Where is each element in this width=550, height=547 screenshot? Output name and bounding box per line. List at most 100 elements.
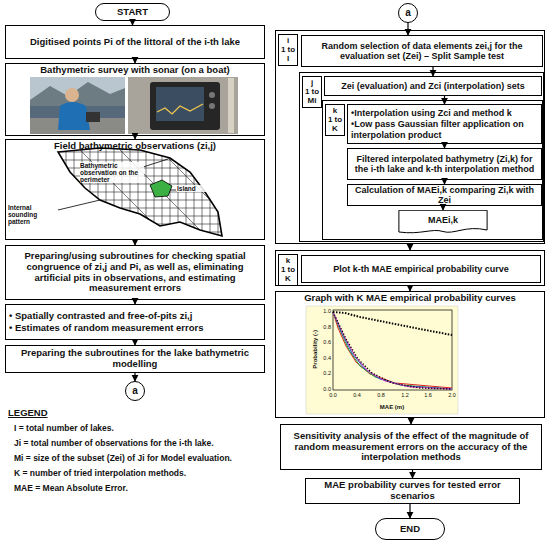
sonar-screen: [156, 87, 204, 121]
chart-curve: [333, 312, 452, 335]
node-text: a: [405, 7, 411, 18]
flow-arrow: [444, 144, 445, 148]
flow-arrow: [412, 470, 413, 478]
chart-frame: [333, 310, 452, 390]
loop-box: k1 to KPlot k-th MAE empirical probabili…: [275, 250, 545, 286]
legend-entry: I = total number of lakes.: [14, 424, 266, 433]
leader-line: [170, 190, 176, 191]
flow-arrow: [444, 180, 445, 184]
connector-circle: a: [398, 3, 418, 23]
legend-text: Mi = size of the subset (Zei) of Ji for …: [14, 454, 232, 463]
tick-label: 0.2: [316, 370, 331, 376]
sonar-button: [209, 92, 215, 98]
process-box: Plot k-th MAE empirical probability curv…: [301, 255, 541, 283]
mae-chart: [306, 306, 458, 414]
node-text: •Low pass Gaussian filter application on…: [351, 119, 538, 139]
chart-curve: [333, 312, 452, 389]
flow-arrow: [407, 23, 408, 35]
flow-arrow: [134, 240, 135, 245]
process-box: Bathymetric survey with sonar (on a boat…: [5, 63, 265, 136]
tick-label: 2.0: [444, 392, 460, 398]
node-text: Zei (evaluation) and Zci (interpolation)…: [341, 81, 525, 91]
photo-sky: [30, 77, 125, 134]
tick-label: 0.0: [325, 392, 341, 398]
loop-box: j1 to MiZei (evaluation) and Zci (interp…: [299, 72, 544, 242]
photo-background: [128, 77, 238, 134]
node-text: a: [132, 385, 138, 396]
node-text: Sensitivity analysis of the effect of th…: [284, 431, 538, 463]
flow-arrow: [410, 418, 411, 424]
loop-tag: i1 to I: [278, 34, 298, 66]
legend-entry: MAE = Mean Absolute Error.: [14, 484, 266, 493]
node-text: MAEi,k: [428, 215, 458, 225]
flow-arrow: [409, 286, 410, 291]
flow-arrow: [444, 96, 445, 104]
sonar-photo: [128, 77, 238, 134]
loop-index: j: [303, 79, 321, 88]
flow-arrow: [134, 340, 135, 345]
island-shape: [150, 180, 172, 197]
legend-text: I = total number of lakes.: [14, 424, 114, 433]
process-box: Zei (evaluation) and Zci (interpolation)…: [324, 76, 542, 96]
tick-label: 0.6: [316, 339, 331, 345]
chart-curve: [333, 312, 452, 389]
tick-label: 0.4: [349, 392, 365, 398]
node-text: •Interpolation using Zci and method k: [351, 108, 538, 118]
terminal-oval: START: [95, 3, 170, 21]
process-box: MAE probability curves for tested error …: [305, 478, 520, 504]
process-box: Calculation of MAEi,k comparing Zi,k wit…: [347, 184, 542, 206]
node-text: • Estimates of random measurement errors: [9, 323, 261, 334]
flow-arrow: [409, 244, 410, 250]
process-box: Preparing the subroutines for the lake b…: [5, 345, 265, 373]
boat-photo: [30, 77, 125, 134]
flow-arrow: [132, 21, 133, 25]
photo-sonar: [86, 112, 100, 122]
terminal-oval: END: [375, 518, 445, 540]
process-box: Sensitivity analysis of the effect of th…: [280, 424, 542, 470]
leader-line: [140, 159, 168, 168]
leader-line: [58, 200, 100, 210]
legend-title: LEGEND: [8, 408, 88, 418]
loop-index: 1 to K: [326, 116, 344, 134]
tick-label: 0.4: [316, 355, 331, 361]
legend-entry: Mi = size of the subset (Zei) of Ji for …: [14, 454, 266, 463]
loop-index: 1 to I: [279, 46, 297, 64]
flow-arrow: [432, 67, 433, 76]
legend-text: Ji = total number of observations for th…: [14, 439, 214, 448]
process-box: • Spatially contrasted and free-of-pits …: [5, 304, 265, 340]
tick-label: 0.8: [373, 392, 389, 398]
loop-index: k: [326, 107, 344, 116]
node-text: Bathymetric survey with sonar (on a boat…: [40, 65, 230, 76]
connector-circle: a: [125, 381, 145, 401]
flow-arrow: [134, 373, 135, 381]
process-box: Filtered interpolated bathymetry (Zi,k) …: [347, 148, 542, 180]
tick-label: 1.6: [420, 392, 436, 398]
legend-text: MAE = Mean Absolute Error.: [14, 484, 128, 493]
loop-index: k: [279, 257, 297, 266]
node-text: Graph with K MAE empirical probability c…: [304, 293, 516, 304]
map-label: Island: [177, 185, 207, 192]
legend-entry: K = number of tried interpolation method…: [14, 469, 266, 478]
node-text: Random selection of data elements zei,j …: [305, 41, 539, 61]
node-text: Calculation of MAEi,k comparing Zi,k wit…: [351, 185, 538, 205]
process-box: •Interpolation using Zci and method k•Lo…: [347, 104, 542, 144]
sonar-trace: [157, 104, 203, 114]
photo-boat: [30, 118, 125, 134]
photo-cable: [228, 78, 234, 133]
flow-arrow: [134, 300, 135, 304]
chart-background: [306, 306, 458, 414]
flow-arrow: [134, 59, 135, 63]
chart-curve: [333, 312, 452, 388]
node-text: Field bathymetric observations (zi,j): [54, 141, 216, 152]
photo-water: [30, 106, 125, 134]
process-box: Random selection of data elements zei,j …: [301, 35, 543, 67]
axis-title: Probability (-): [312, 317, 319, 381]
loop-tag: k1 to K: [278, 254, 298, 286]
process-box: Preparing/using subroutines for checking…: [5, 245, 265, 300]
loop-tag: k1 to K: [325, 104, 345, 136]
tick-label: 1.0: [316, 308, 331, 314]
